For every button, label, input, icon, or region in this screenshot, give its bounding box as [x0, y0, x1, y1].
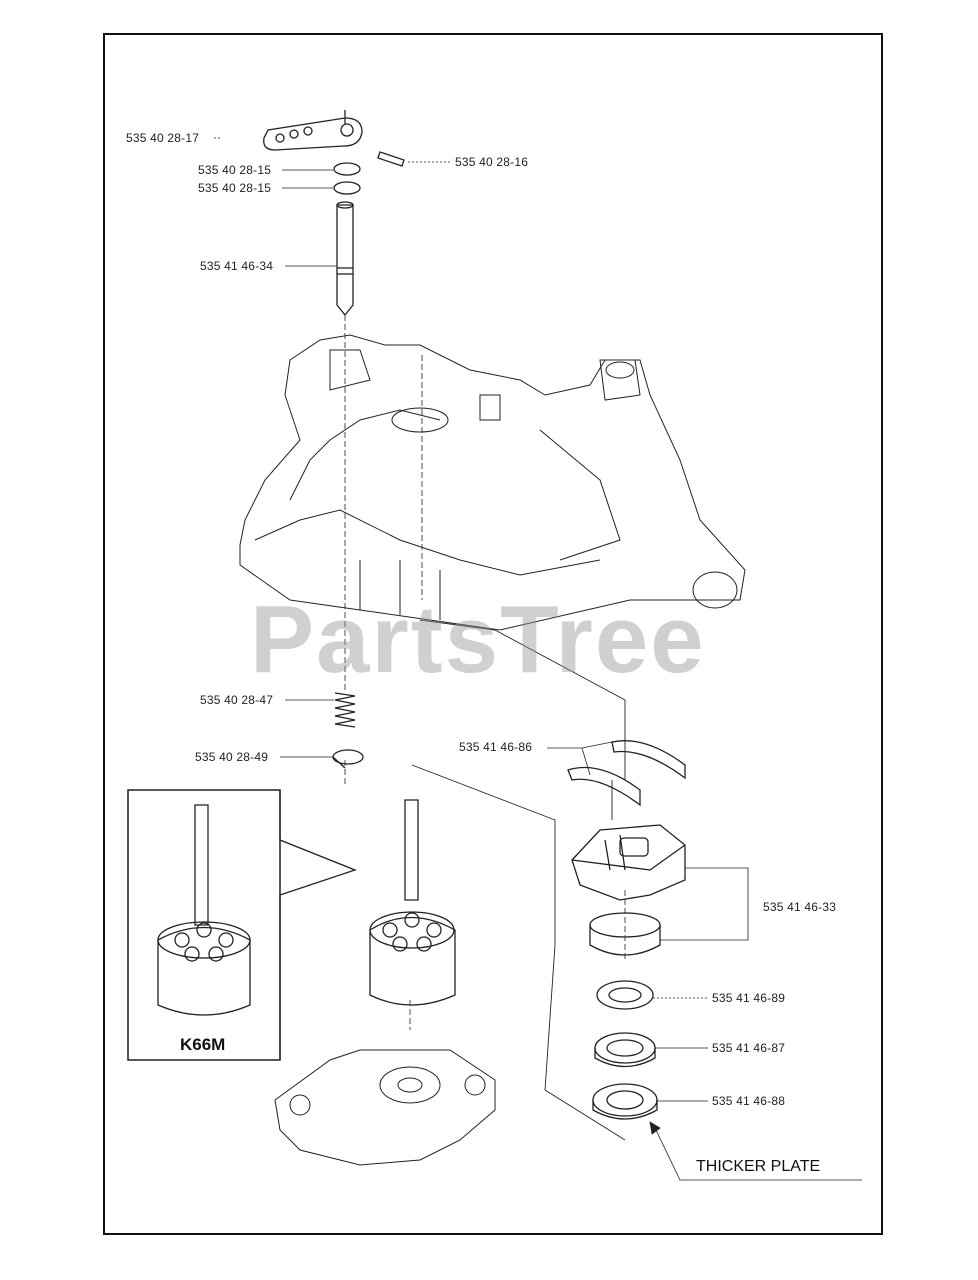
diagram-frame [103, 33, 883, 1235]
label-535-40-28-15-upper: 535 40 28-15 [198, 163, 272, 177]
label-535-40-28-47: 535 40 28-47 [200, 693, 274, 707]
k66m-inset [127, 789, 357, 1061]
shaft-part [336, 201, 354, 317]
cylinder-block-part [369, 799, 456, 1006]
spring-part [334, 692, 356, 728]
label-535-40-28-49: 535 40 28-49 [195, 750, 269, 764]
label-535-41-46-89: 535 41 46-89 [712, 991, 786, 1005]
label-leaders [214, 137, 862, 1181]
bearing-halves-part [567, 740, 686, 807]
thicker-plate-callout: THICKER PLATE [696, 1158, 821, 1175]
label-535-40-28-16: 535 40 28-16 [455, 155, 529, 169]
label-535-41-46-33: 535 41 46-33 [763, 900, 837, 914]
label-535-40-28-15-lower: 535 40 28-15 [198, 181, 272, 195]
roll-pin-part [377, 151, 405, 167]
label-535-41-46-88: 535 41 46-88 [712, 1094, 786, 1108]
label-535-41-46-34: 535 41 46-34 [200, 259, 274, 273]
clip-part [332, 749, 364, 769]
lever-arm-part [263, 110, 363, 151]
inset-model-label: K66M [180, 1035, 226, 1054]
seal-part [594, 1032, 656, 1068]
thicker-plate-part [592, 1083, 658, 1120]
washer-part [596, 980, 654, 1010]
pump-housing-part [274, 1049, 496, 1166]
label-535-41-46-87: 535 41 46-87 [712, 1041, 786, 1055]
assembly-lines [411, 619, 626, 1141]
swashplate-part [571, 824, 686, 901]
watermark: PartsTree [250, 586, 706, 693]
retaining-rings-part [333, 162, 361, 195]
transaxle-housing-part [239, 334, 746, 631]
thrust-ring-part [589, 912, 661, 956]
label-535-41-46-86: 535 41 46-86 [459, 740, 533, 754]
label-535-40-28-17: 535 40 28-17 [126, 131, 200, 145]
